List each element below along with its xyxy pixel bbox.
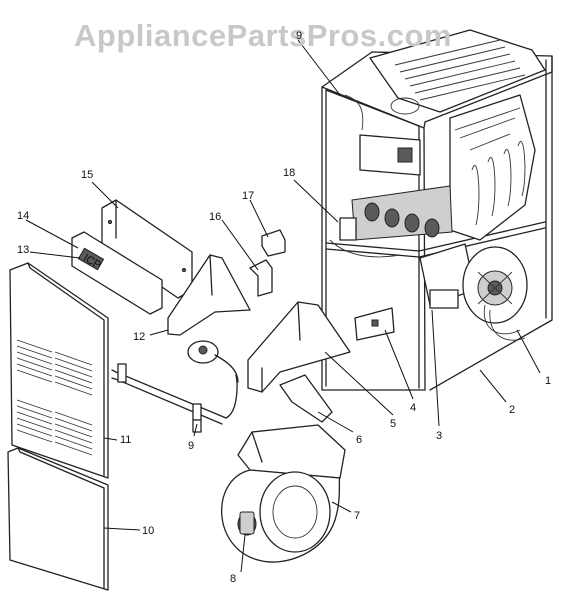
callout-16: 16	[209, 211, 221, 223]
callout-numbers: 1 2 3 4 5 6 7 8 9 10 11 12 13 14 15 16 1…	[17, 167, 551, 585]
callout-5: 5	[390, 418, 396, 430]
upper-door-panel	[9, 262, 109, 479]
watermark: AppliancePartsPros.com	[74, 18, 452, 53]
louver-grille-lower	[16, 399, 93, 456]
callout-1: 1	[545, 375, 551, 387]
callout-2: 2	[509, 404, 515, 416]
lower-door-panel	[7, 447, 109, 591]
callout-4: 4	[410, 402, 416, 414]
gas-pipe	[111, 363, 238, 433]
leader-lines	[25, 39, 541, 573]
furnace-cabinet	[321, 29, 553, 391]
small-bracket-16	[249, 259, 273, 297]
logo-rail: ICP	[71, 231, 163, 315]
callout-14: 14	[17, 210, 29, 222]
blower-motor	[237, 511, 257, 536]
callout-18: 18	[283, 167, 295, 179]
svg-text:9: 9	[296, 30, 302, 42]
callout-9: 9	[188, 440, 194, 452]
callout-7: 7	[354, 510, 360, 522]
gas-shelf-bracket	[167, 254, 251, 336]
cutoff-plate	[279, 374, 333, 423]
callout-17: 17	[242, 190, 254, 202]
blower-housing	[221, 424, 346, 563]
blower-shelf	[247, 301, 351, 393]
callout-6: 6	[356, 434, 362, 446]
small-bracket-17	[261, 229, 286, 257]
callout-11: 11	[120, 434, 131, 446]
gas-valve	[187, 340, 239, 383]
callout-3: 3	[436, 430, 442, 442]
louver-grille-upper	[16, 339, 93, 396]
callout-13: 13	[17, 244, 29, 256]
callout-8: 8	[230, 573, 236, 585]
callout-15: 15	[81, 169, 93, 181]
callout-10: 10	[142, 525, 154, 537]
callout-12: 12	[133, 331, 145, 343]
